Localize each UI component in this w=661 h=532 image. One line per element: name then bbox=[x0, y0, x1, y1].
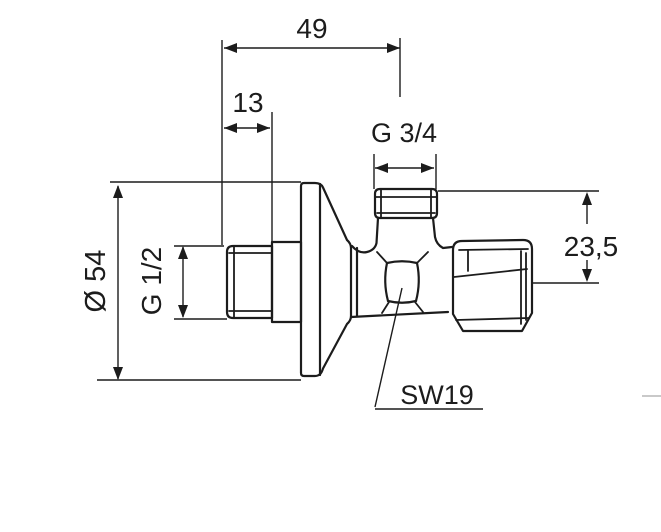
dim-label-g34: G 3/4 bbox=[371, 118, 437, 148]
dim-arrowhead bbox=[224, 123, 237, 133]
dimension-g12: G 1/2 bbox=[136, 246, 188, 318]
dim-label-49: 49 bbox=[296, 13, 327, 44]
dim-label-g12: G 1/2 bbox=[136, 247, 167, 315]
dim-label-sw19: SW19 bbox=[400, 380, 474, 410]
dimension-13: 13 bbox=[224, 87, 270, 133]
dim-label-235: 23,5 bbox=[564, 231, 619, 262]
dim-arrowhead bbox=[257, 123, 270, 133]
outlet-nut bbox=[451, 238, 534, 333]
dim-arrowhead bbox=[224, 43, 237, 53]
dim-arrowhead bbox=[113, 185, 123, 198]
inlet-thread bbox=[225, 244, 274, 320]
dimension-g34: G 3/4 bbox=[371, 118, 437, 173]
wall-rosette bbox=[299, 181, 359, 378]
dim-arrowhead bbox=[582, 269, 592, 282]
dimension-dia54: Ø 54 bbox=[80, 185, 123, 380]
valve-body bbox=[349, 216, 454, 319]
dim-arrowhead bbox=[582, 192, 592, 205]
dim-arrowhead bbox=[113, 367, 123, 380]
inlet-collar bbox=[270, 240, 303, 324]
top-connection-cap bbox=[373, 187, 439, 220]
dim-arrowhead bbox=[178, 305, 188, 318]
dim-arrowhead bbox=[375, 163, 388, 173]
dim-label-dia54: Ø 54 bbox=[80, 250, 112, 313]
dim-arrowhead bbox=[178, 246, 188, 259]
center-hex bbox=[376, 251, 429, 314]
dim-label-13: 13 bbox=[232, 87, 263, 118]
dim-arrowhead bbox=[387, 43, 400, 53]
dimension-49: 49 bbox=[224, 13, 400, 53]
valve-outline bbox=[225, 181, 534, 378]
callout-sw19: SW19 bbox=[374, 287, 483, 410]
dimension-235: 23,5 bbox=[564, 192, 619, 282]
dim-arrowhead bbox=[421, 163, 434, 173]
